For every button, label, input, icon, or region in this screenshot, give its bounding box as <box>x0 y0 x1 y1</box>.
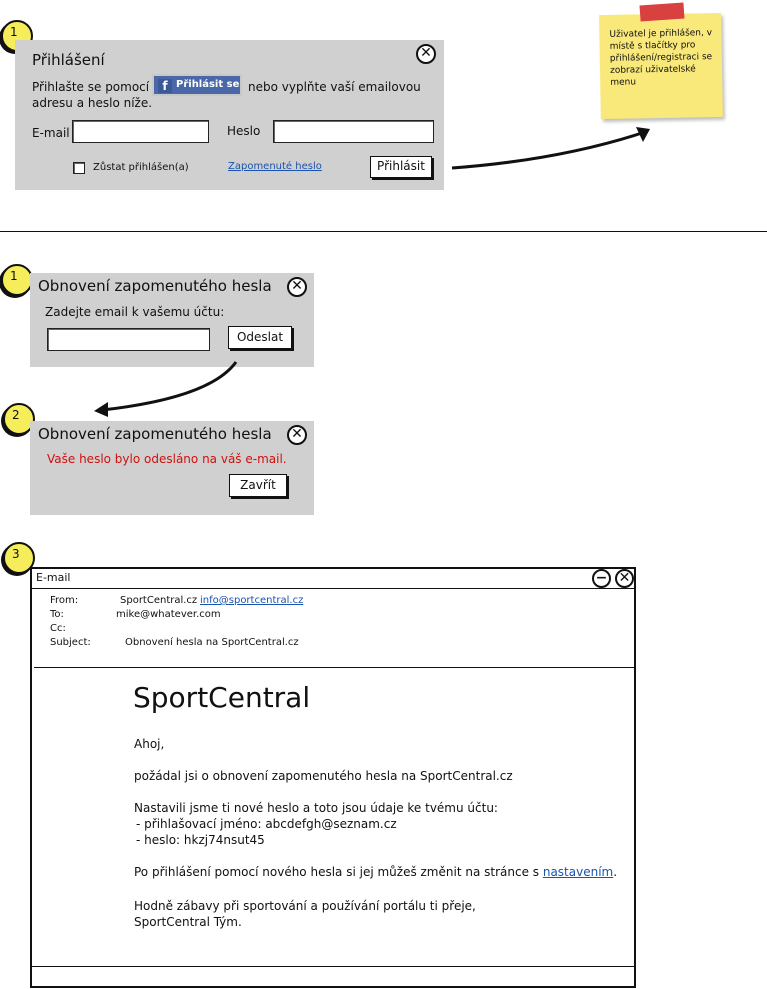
flow-arrow <box>94 361 238 417</box>
send-button[interactable]: Odeslat <box>228 326 292 349</box>
step-badge: 1 <box>1 264 33 296</box>
close-icon[interactable]: ✕ <box>416 44 436 64</box>
login-panel: Přihlášení ✕ Přihlašte se pomocí f Přihl… <box>15 40 444 190</box>
reset-confirm-message: Vaše heslo bylo odesláno na váš e-mail. <box>47 452 287 466</box>
login-intro-before: Přihlašte se pomocí <box>32 80 150 94</box>
from-address-link[interactable]: info@sportcentral.cz <box>200 595 304 606</box>
email-line3: - přihlašovací jméno: abcdefgh@seznam.cz <box>136 817 397 831</box>
email-greeting: Ahoj, <box>134 737 165 751</box>
login-intro-after: nebo vyplňte vaší emailovou <box>248 80 421 94</box>
facebook-login-button[interactable]: f Přihlásit se <box>152 74 242 96</box>
reset-request-panel: Obnovení zapomenutého hesla ✕ Zadejte em… <box>30 273 314 367</box>
to-value: mike@whatever.com <box>116 609 221 620</box>
email-field[interactable] <box>72 120 209 143</box>
step-badge: 3 <box>3 542 35 574</box>
email-line1: požádal jsi o obnovení zapomenutého hesl… <box>134 769 513 783</box>
minimize-icon[interactable]: − <box>592 569 611 588</box>
title-bar-divider <box>32 588 634 589</box>
section-divider <box>0 231 767 232</box>
reset-request-title: Obnovení zapomenutého hesla <box>38 277 272 295</box>
sticky-note-text: Uživatel je přihlášen, v místě s tlačítk… <box>609 28 713 88</box>
facebook-icon: f <box>158 79 172 93</box>
reset-confirm-panel: Obnovení zapomenutého hesla ✕ Vaše heslo… <box>30 421 314 515</box>
remember-label: Zůstat přihlášen(a) <box>93 162 189 173</box>
email-label: E-mail <box>32 126 70 140</box>
from-name: SportCentral.cz <box>120 595 198 606</box>
header-divider <box>34 667 634 668</box>
step-badge: 2 <box>3 403 35 435</box>
email-line4: - heslo: hkzj74nsut45 <box>136 833 265 847</box>
email-line5-end: . <box>613 865 618 879</box>
subject-value: Obnovení hesla na SportCentral.cz <box>125 637 299 648</box>
subject-label: Subject: <box>50 637 91 648</box>
cc-label: Cc: <box>50 623 66 634</box>
to-label: To: <box>50 609 64 620</box>
email-line5: Po přihlášení pomocí nového hesla si jej… <box>134 865 617 879</box>
remember-checkbox[interactable] <box>73 162 85 174</box>
from-label: From: <box>50 595 79 606</box>
reset-confirm-title: Obnovení zapomenutého hesla <box>38 425 272 443</box>
sticky-tape <box>639 2 685 22</box>
footer-divider <box>32 966 634 967</box>
settings-link[interactable]: nastavením <box>542 865 614 879</box>
reset-email-field[interactable] <box>47 328 210 351</box>
email-line5-text: Po přihlášení pomocí nového hesla si jej… <box>134 865 540 879</box>
facebook-login-label: Přihlásit se <box>176 79 240 90</box>
login-button[interactable]: Přihlásit <box>370 156 432 178</box>
password-field[interactable] <box>273 120 434 143</box>
email-line2: Nastavili jsme ti nové heslo a toto jsou… <box>134 801 498 815</box>
reset-request-prompt: Zadejte email k vašemu účtu: <box>45 305 225 319</box>
brand-heading: SportCentral <box>133 681 311 714</box>
sticky-note: Uživatel je přihlášen, v místě s tlačítk… <box>599 12 723 120</box>
close-icon[interactable]: ✕ <box>287 425 307 445</box>
email-window: E-mail − ✕ From: SportCentral.cz info@sp… <box>30 567 636 988</box>
flow-arrow <box>451 127 650 170</box>
login-intro-line2: adresu a heslo níže. <box>32 96 153 110</box>
close-icon[interactable]: ✕ <box>615 569 634 588</box>
forgot-password-link[interactable]: Zapomenuté heslo <box>228 161 322 172</box>
email-closing2: SportCentral Tým. <box>134 915 242 929</box>
close-button[interactable]: Zavřít <box>229 474 287 497</box>
password-label: Heslo <box>227 124 261 138</box>
email-window-title: E-mail <box>36 571 71 584</box>
close-icon[interactable]: ✕ <box>287 277 307 297</box>
email-closing1: Hodně zábavy při sportování a používání … <box>134 899 476 913</box>
login-title: Přihlášení <box>32 51 105 69</box>
